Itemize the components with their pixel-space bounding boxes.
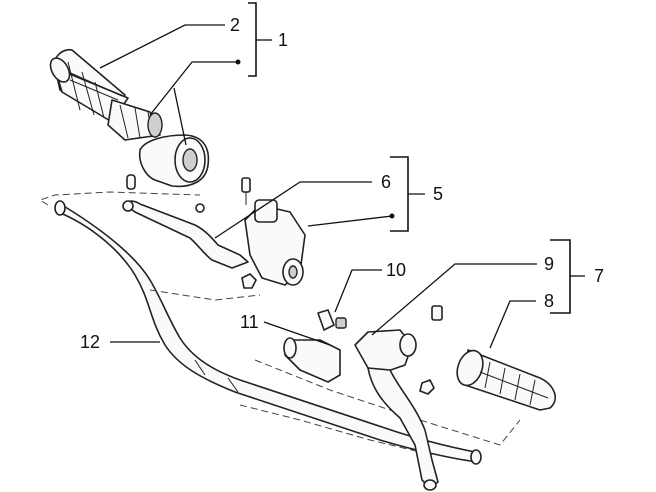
right-grip bbox=[456, 349, 556, 411]
bracket-group-1 bbox=[235, 2, 272, 77]
left-lever-assembly bbox=[354, 305, 443, 491]
bracket-group-7 bbox=[550, 239, 585, 314]
front-brake-lever bbox=[122, 200, 249, 269]
callout-9: 9 bbox=[544, 254, 554, 274]
cable-adjuster bbox=[317, 309, 347, 331]
callout-1: 1 bbox=[278, 30, 288, 50]
throttle-housing bbox=[126, 134, 210, 190]
callout-7: 7 bbox=[594, 266, 604, 286]
callout-10: 10 bbox=[386, 260, 406, 280]
callout-2: 2 bbox=[230, 15, 240, 35]
switch-housing bbox=[283, 337, 341, 383]
leader-lines bbox=[99, 24, 537, 349]
callout-12: 12 bbox=[80, 332, 100, 352]
handlebar-tube bbox=[38, 191, 521, 465]
callout-labels: 1 2 5 6 7 8 9 10 11 12 bbox=[80, 15, 604, 352]
callout-6: 6 bbox=[381, 172, 391, 192]
callout-11: 11 bbox=[240, 312, 259, 332]
bracket-group-5 bbox=[389, 156, 425, 232]
throttle-grip-tube bbox=[107, 99, 163, 141]
callout-8: 8 bbox=[544, 291, 554, 311]
brake-master-cylinder bbox=[241, 177, 306, 289]
callout-5: 5 bbox=[433, 184, 443, 204]
